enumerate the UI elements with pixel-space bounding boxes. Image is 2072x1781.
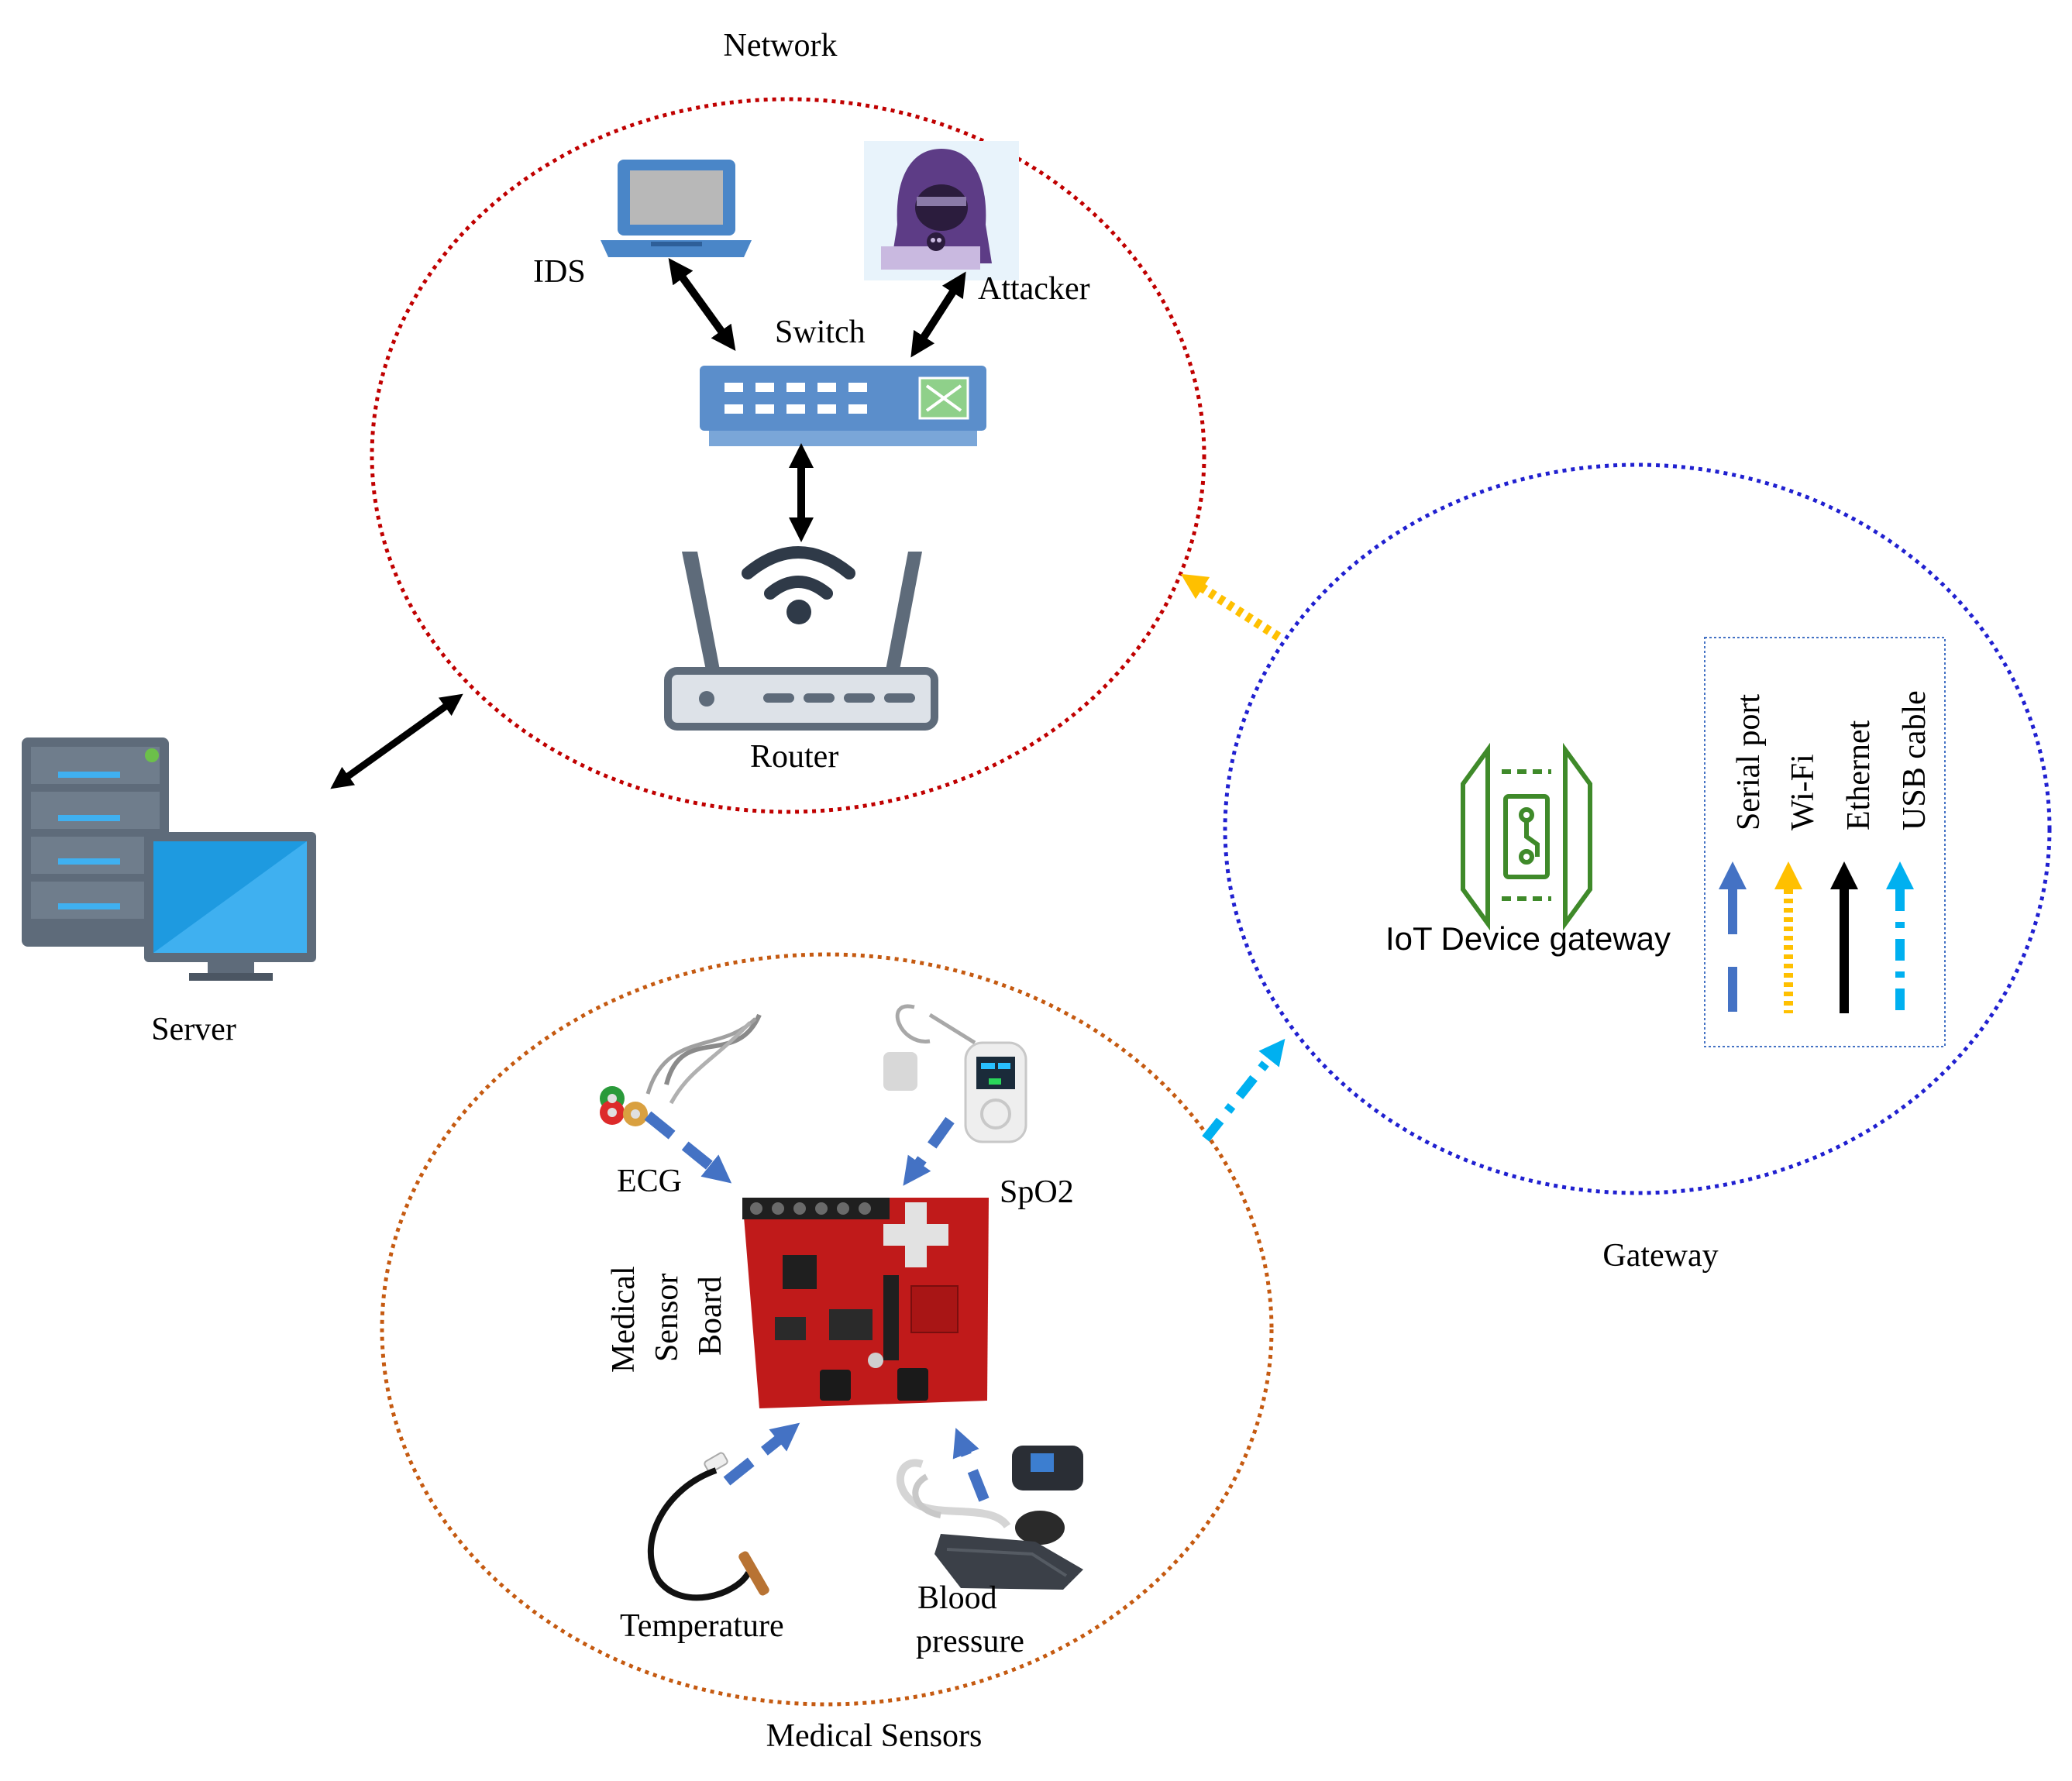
monitor-icon — [144, 832, 316, 981]
legend-arrow-serial-port — [1719, 861, 1747, 1013]
gateway-network-wifi-arrow — [1180, 573, 1282, 641]
server-network-arrow — [330, 693, 463, 789]
router-icon — [664, 546, 938, 731]
gateway-circle — [1223, 462, 2052, 1195]
network-title: Network — [724, 28, 838, 64]
switch-label: Switch — [775, 315, 866, 350]
legend-arrow-ethernet — [1830, 861, 1858, 1013]
hacker-icon — [864, 141, 1019, 280]
temperature-board-serial-arrow — [723, 1422, 800, 1486]
bp-board-serial-arrow — [952, 1428, 990, 1502]
server-icon — [22, 737, 169, 947]
network-circle — [370, 97, 1206, 814]
temperature-probe-icon — [648, 1452, 769, 1601]
ecg-label: ECG — [617, 1164, 682, 1199]
board-label-line2: Sensor — [649, 1274, 685, 1362]
medical-sensors-title: Medical Sensors — [766, 1718, 983, 1754]
ids-switch-arrow — [668, 258, 736, 351]
attacker-label: Attacker — [978, 271, 1090, 307]
attacker-switch-arrow — [910, 271, 966, 358]
legend-label-wifi: Wi-Fi — [1785, 754, 1821, 830]
legend-label-ethernet: Ethernet — [1841, 720, 1877, 830]
legend: Serial port Wi-Fi Ethernet USB cable — [1704, 637, 1946, 1047]
sensor-board-icon — [742, 1198, 989, 1408]
temperature-label: Temperature — [620, 1608, 784, 1644]
switch-icon — [700, 366, 986, 446]
ecg-board-serial-arrow — [644, 1111, 732, 1184]
laptop-icon — [601, 160, 752, 257]
sensors-gateway-usb-arrow — [1202, 1038, 1286, 1142]
spo2-board-serial-arrow — [903, 1116, 955, 1186]
legend-label-usb-cable: USB cable — [1897, 690, 1933, 830]
blood-pressure-monitor-icon — [897, 1446, 1083, 1590]
iot-gateway-label: IoT Device gateway — [1385, 920, 1671, 957]
board-label-line3: Board — [693, 1276, 728, 1356]
server-label: Server — [151, 1012, 236, 1047]
medical-sensors-circle — [380, 952, 1274, 1707]
ids-label: IDS — [533, 254, 586, 290]
legend-arrow-wifi — [1774, 861, 1802, 1013]
router-label: Router — [750, 739, 838, 775]
spo2-label: SpO2 — [1000, 1174, 1074, 1210]
blood-pressure-label-line1: Blood — [917, 1580, 997, 1616]
blood-pressure-label-line2: pressure — [916, 1624, 1024, 1659]
legend-label-serial-port: Serial port — [1731, 694, 1767, 830]
ecg-cable-icon — [600, 1013, 762, 1126]
legend-arrow-usb-cable — [1886, 861, 1914, 1013]
board-label-line1: Medical — [606, 1266, 642, 1373]
iot-gateway-icon — [1461, 742, 1592, 931]
gateway-title: Gateway — [1602, 1238, 1718, 1274]
spo2-device-icon — [883, 1004, 1027, 1143]
